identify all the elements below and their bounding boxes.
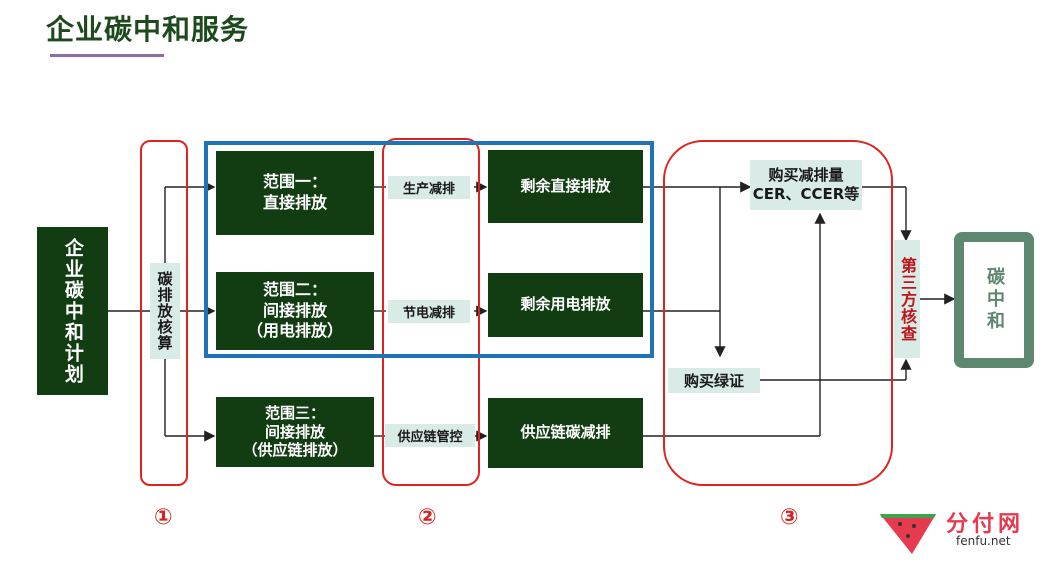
scope-two-title: 范围二： <box>262 279 327 299</box>
scope-one-desc: 直接排放 <box>262 193 327 212</box>
watermark-brand: 分付网 <box>946 512 1025 537</box>
reduction-outline <box>382 138 480 486</box>
scope-two-note: （用电排放） <box>246 321 343 341</box>
remaining-direct-box: 剩余直接排放 <box>488 150 643 223</box>
offset-outline <box>663 140 893 486</box>
production-reduction-label: 生产减排 <box>388 176 470 199</box>
marker-two: ② <box>418 505 437 530</box>
carbon-neutral-result-box: 碳中和 <box>964 242 1024 358</box>
buy-credits-title: 购买减排量 <box>768 165 844 184</box>
supply-chain-reduction-box: 供应链碳减排 <box>488 398 643 468</box>
scope-one-box: 范围一： 直接排放 <box>216 151 374 235</box>
accounting-outline <box>140 140 188 486</box>
marker-three: ③ <box>780 505 799 530</box>
watermark: 分付网 fenfu.net <box>876 504 1036 558</box>
scope-two-box: 范围二： 间接排放 （用电排放） <box>216 272 374 350</box>
carbon-accounting-box: 碳排放核算 <box>150 263 180 359</box>
marker-one: ① <box>154 505 173 530</box>
carbon-neutral-plan-box: 企业碳中和计划 <box>37 227 108 395</box>
third-party-verification-label: 第三方核查 <box>898 256 917 342</box>
scope-one-title: 范围一： <box>262 172 327 192</box>
power-saving-label: 节电减排 <box>388 300 470 323</box>
page-title: 企业碳中和服务 <box>46 13 250 46</box>
scope-three-desc: 间接排放 <box>264 422 325 441</box>
scope-two-desc: 间接排放 <box>262 300 327 320</box>
third-party-verification-box: 第三方核查 <box>894 240 920 358</box>
buy-credits-box: 购买减排量 CER、CCER等 <box>750 160 862 210</box>
remaining-power-box: 剩余用电排放 <box>488 273 643 337</box>
scope-three-note: （供应链排放） <box>242 441 348 460</box>
carbon-neutral-result-label: 碳中和 <box>984 267 1005 333</box>
scope-three-title: 范围三： <box>264 403 325 422</box>
watermark-site: fenfu.net <box>956 534 1011 548</box>
buy-credits-types: CER、CCER等 <box>752 185 860 203</box>
scope12-outline <box>204 141 654 358</box>
buy-green-certificate-box: 购买绿证 <box>668 368 760 393</box>
carbon-accounting-label: 碳排放核算 <box>155 271 174 351</box>
scope-three-box: 范围三： 间接排放 （供应链排放） <box>216 397 374 467</box>
watermelon-logo-icon <box>880 514 936 554</box>
title-underline <box>50 54 164 57</box>
carbon-neutral-result-outer: 碳中和 <box>954 232 1034 368</box>
carbon-neutral-plan-label: 企业碳中和计划 <box>61 237 84 385</box>
supply-chain-control-label: 供应链管控 <box>385 424 475 447</box>
